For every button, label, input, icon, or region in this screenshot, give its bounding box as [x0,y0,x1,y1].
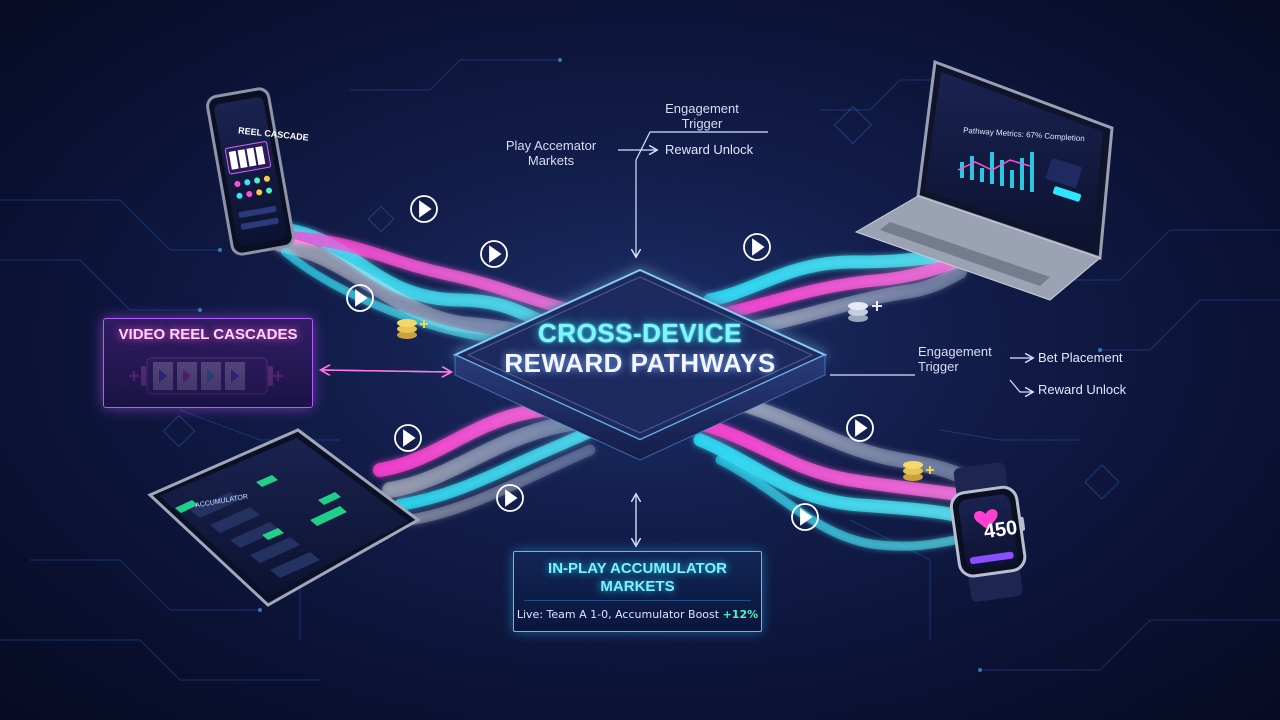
play-icon-1 [410,195,438,223]
tablet-device [147,428,421,607]
coin-stack-icon-3 [903,461,934,481]
watch-value: 450 [982,516,1019,544]
stream-upper-right [703,248,967,337]
video-reel-card: VIDEO REEL CASCADES [103,318,313,408]
tablet-buttons [175,475,347,540]
coin-stack-icon-1 [397,319,428,339]
accumulator-title-line2: MARKETS [600,578,675,595]
engagement-trigger-right-label: Engagement Trigger [918,344,992,374]
laptop-device [854,59,1114,301]
accumulator-title: IN-PLAY ACCUMULATOR MARKETS [514,560,761,596]
accumulator-divider [524,600,751,601]
circuit-squares [162,105,1120,500]
play-icon-2 [480,240,508,268]
watch-device [949,462,1027,602]
live-score-text: Live: Team A 1-0, Accumulator Boost [516,608,720,621]
play-icon-7 [846,414,874,442]
center-title-line1: CROSS-DEVICE [538,318,742,348]
play-icon-3 [346,284,374,312]
coin-stack-icon-2 [848,301,882,322]
reward-unlock-right-label: Reward Unlock [1038,382,1127,397]
center-title-line2: REWARD PATHWAYS [504,348,776,378]
play-icon-5 [394,424,422,452]
accumulator-title-line1: IN-PLAY ACCUMULATOR [548,560,727,577]
stream-lower-right [683,392,973,551]
play-icon-8 [791,503,819,531]
play-accumulator-label: Play Accemator Markets [505,138,597,168]
phone-device [206,87,295,256]
center-platform [452,268,828,461]
boost-value: +12% [722,608,759,621]
bet-placement-label: Bet Placement [1038,350,1123,365]
play-icons [346,195,874,531]
tablet-rows [190,492,320,578]
laptop-bars [960,152,1034,192]
accumulator-live-text: Live: Team A 1-0, Accumulator Boost +12% [514,608,761,621]
center-title: CROSS-DEVICE REWARD PATHWAYS [470,318,810,378]
engagement-trigger-top-label: Engagement Trigger [665,101,739,131]
play-icon-4 [743,233,771,261]
reel-connector [322,370,450,372]
play-icon-6 [496,484,524,512]
reward-unlock-top-label: Reward Unlock [665,142,754,157]
accumulator-card: IN-PLAY ACCUMULATOR MARKETS Live: Team A… [513,551,762,632]
video-reel-title: VIDEO REEL CASCADES [118,326,298,343]
connector-arrows [618,131,1032,545]
